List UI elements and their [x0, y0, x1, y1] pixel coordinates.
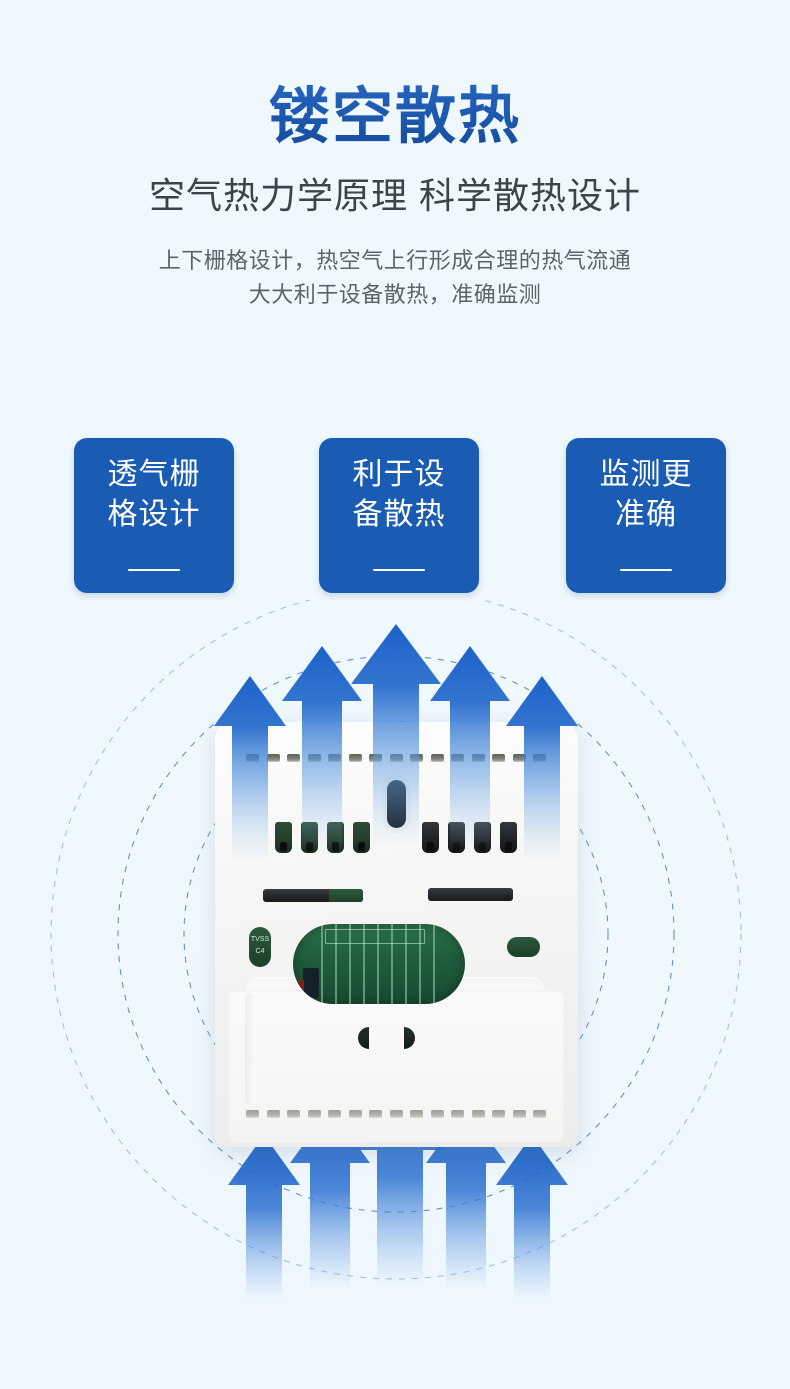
vent-slot [410, 754, 423, 762]
vent-slot [369, 1110, 382, 1118]
vent-slot [328, 1110, 341, 1118]
terminal-green [275, 822, 292, 853]
vent-slot [287, 754, 300, 762]
feature-card-label: 透气栅 格设计 [107, 458, 201, 531]
terminal-green [301, 822, 318, 853]
vent-slot [451, 754, 464, 762]
vent-slot [430, 1110, 444, 1118]
pcb-chip [303, 968, 319, 998]
vent-slot [266, 754, 280, 762]
vent-slot [512, 754, 526, 762]
vent-slot [492, 754, 505, 762]
description-line-2: 大大利于设备散热，准确监测 [248, 281, 542, 307]
vent-slot [471, 754, 485, 762]
card-underline-divider [373, 569, 425, 571]
top-vent-row [246, 754, 546, 762]
card-underline-divider [128, 569, 180, 571]
right-oval-cutout [507, 937, 540, 957]
terminal-green [327, 822, 344, 853]
feature-card-ventilated-grid[interactable]: 透气栅 格设计 [74, 438, 234, 593]
device-plate-notch [245, 994, 255, 1104]
page-subtitle: 空气热力学原理 科学散热设计 [148, 175, 641, 217]
vent-slot [389, 754, 403, 762]
vent-slot [328, 754, 341, 762]
feature-card-list: 透气栅 格设计 利于设 备散热 监测更 准确 [0, 438, 790, 596]
description-line-1: 上下栅格设计，热空气上行形成合理的热气流通 [158, 247, 632, 273]
page-title: 镂空散热 [0, 0, 790, 150]
header-block: 镂空散热 空气热力学原理 科学散热设计 上下栅格设计，热空气上行形成合理的热气流… [0, 0, 790, 312]
connector-strip-right [428, 888, 513, 901]
page-description: 上下栅格设计，热空气上行形成合理的热气流通 大大利于设备散热，准确监测 [0, 218, 790, 312]
vent-slot [410, 1110, 423, 1118]
vent-slot [369, 754, 382, 762]
mounting-slot [358, 1027, 369, 1049]
pcb-window [293, 924, 465, 1004]
terminal-black [422, 822, 439, 853]
pcb-silk-rectangle [325, 929, 425, 944]
vent-slot [307, 754, 321, 762]
vent-slot [492, 1110, 505, 1118]
card-underline-divider [620, 569, 672, 571]
terminal-black [474, 822, 491, 853]
product-illustration: TVSS C4 [0, 600, 790, 1389]
vent-slot [307, 1110, 321, 1118]
vent-slot [533, 754, 546, 762]
vent-slot [512, 1110, 526, 1118]
vent-slot [246, 1110, 259, 1118]
mounting-slot-pair [358, 1027, 418, 1049]
left-oval-cutout [249, 927, 271, 967]
vent-slot [287, 1110, 300, 1118]
terminal-block-row [215, 822, 578, 856]
vent-slot [430, 754, 444, 762]
vent-slot [389, 1110, 403, 1118]
vent-slot [533, 1110, 546, 1118]
terminal-green [353, 822, 370, 853]
vent-slot [266, 1110, 280, 1118]
feature-card-label: 利于设 备散热 [352, 458, 446, 531]
mounting-slot [404, 1027, 415, 1049]
vent-slot [348, 754, 362, 762]
feature-card-heat-dissipation[interactable]: 利于设 备散热 [319, 438, 479, 593]
sensor-window [387, 780, 406, 828]
vent-slot [348, 1110, 362, 1118]
pcb-capacitor [297, 980, 304, 994]
device-lower-plate [229, 990, 564, 1142]
feature-card-label: 监测更 准确 [599, 458, 693, 531]
vent-slot [471, 1110, 485, 1118]
connector-strip-left [263, 889, 363, 902]
vent-slot [451, 1110, 464, 1118]
device-enclosure: TVSS C4 [215, 722, 578, 1147]
terminal-black [448, 822, 465, 853]
feature-card-accurate-monitoring[interactable]: 监测更 准确 [566, 438, 726, 593]
pcb-silk-label: TVSS C4 [250, 936, 270, 955]
bottom-vent-row [246, 1110, 546, 1118]
terminal-black [500, 822, 517, 853]
vent-slot [246, 754, 259, 762]
